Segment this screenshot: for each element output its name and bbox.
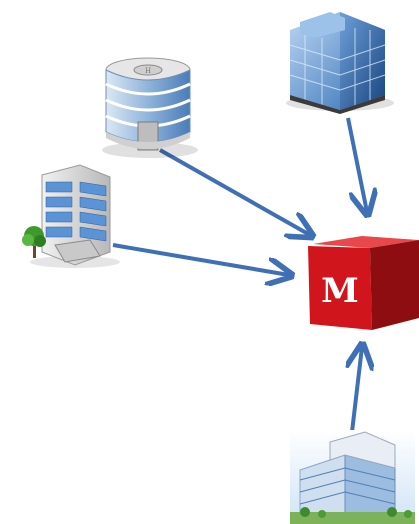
office-campus-icon (290, 430, 415, 524)
arrow-glass-tower-to-hub (346, 117, 367, 212)
glass-office-tower-icon (286, 12, 394, 114)
hub-cube-side (370, 240, 419, 330)
hub-letter: M (321, 271, 359, 311)
hub-cube: M (308, 236, 419, 330)
arrow-office-with-tree-to-hub (112, 243, 289, 275)
office-building-with-tree-icon (22, 164, 120, 268)
hub-cube-top (313, 236, 419, 248)
round-office-building-icon: H (102, 57, 198, 158)
connector-arrows (112, 117, 367, 433)
hub-cube-front (308, 246, 372, 330)
svg-text:H: H (145, 67, 151, 75)
arrow-campus-to-hub (352, 347, 362, 433)
arrow-round-office-to-hub (159, 148, 310, 235)
